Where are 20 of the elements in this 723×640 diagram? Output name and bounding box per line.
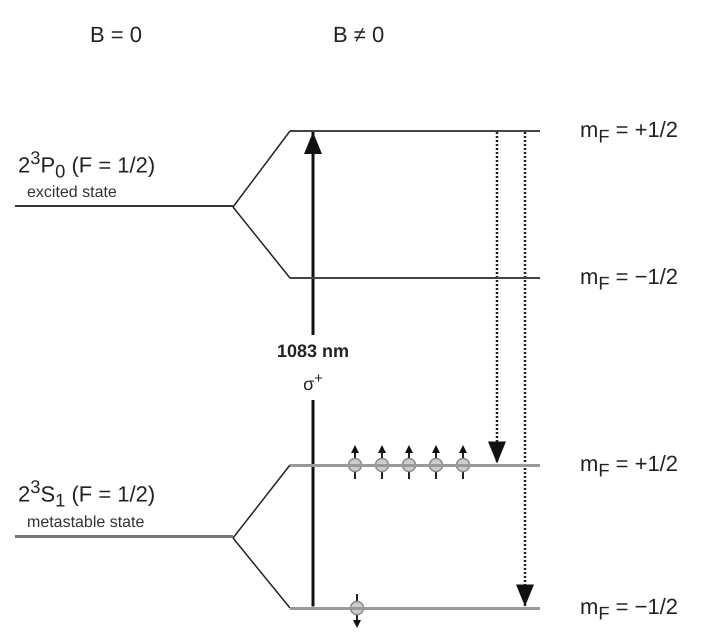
decay-arrow (516, 132, 534, 606)
quantum-number-label: m$_{F}$ = −1/2 (580, 264, 678, 296)
quantum-number-label: m$_{F}$ = +1/2 (580, 117, 678, 148)
splitting-line (232, 464, 291, 538)
state-description: excited state (27, 183, 117, 203)
energy-level-line (290, 464, 540, 466)
decay-arrow (488, 132, 506, 464)
quantum-number-label: m$_{F}$ = −1/2 (580, 594, 678, 626)
energy-level-line (290, 130, 540, 132)
splitting-line (232, 130, 291, 208)
quantum-number-label: m$_{F}$ = +1/2 (580, 451, 678, 482)
state-description: metastable state (27, 513, 144, 533)
state-label: 2$^{3}$P$_{0}$ (F = 1/2) (18, 146, 156, 184)
field-condition-label: B ≠ 0 (333, 22, 384, 48)
state-label: 2$^{3}$S$_{1}$ (F = 1/2) (18, 475, 156, 513)
energy-level-line (290, 277, 540, 279)
splitting-line (232, 206, 291, 278)
energy-level-line (290, 606, 540, 610)
splitting-line (232, 538, 291, 608)
field-condition-label: B = 0 (90, 22, 142, 48)
